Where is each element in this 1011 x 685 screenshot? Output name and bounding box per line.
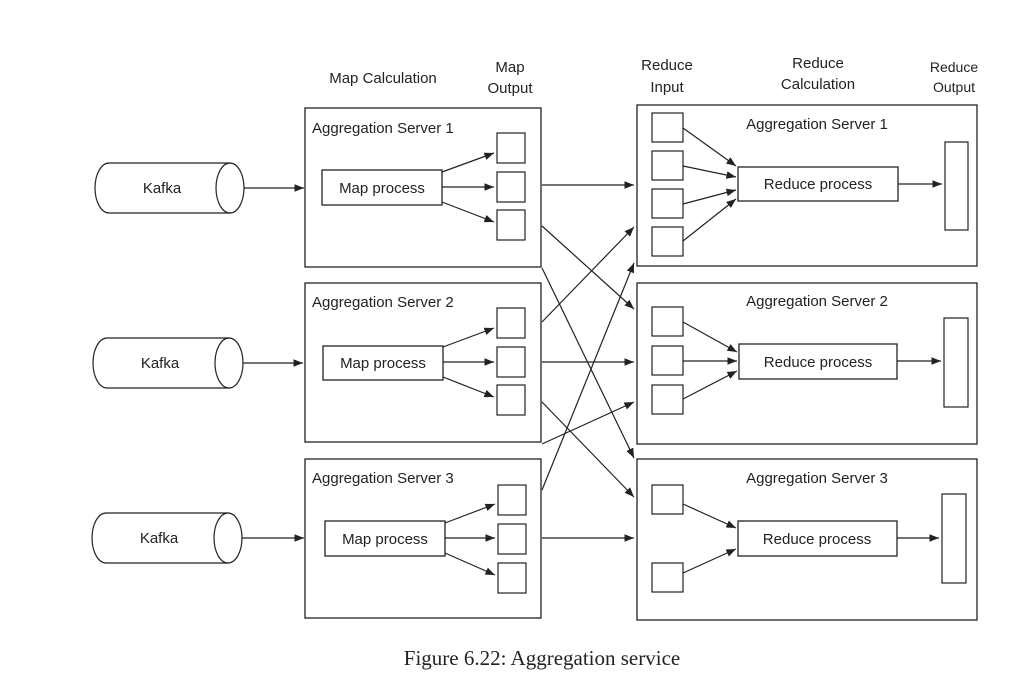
map-server-2-title: Aggregation Server 2 xyxy=(312,294,454,311)
kafka-label-2: Kafka xyxy=(141,355,180,372)
reduce-input-3a xyxy=(651,484,684,515)
map-server-3-title: Aggregation Server 3 xyxy=(312,470,454,487)
map-output-1c xyxy=(496,209,526,241)
header-reduce-input-line2: Input xyxy=(650,79,684,96)
header-reduce-input-line1: Reduce xyxy=(641,57,693,74)
map-output-1a xyxy=(496,132,526,164)
reduce-output-3 xyxy=(941,493,967,584)
map-output-2a xyxy=(496,307,526,339)
header-reduce-calculation-line2: Calculation xyxy=(781,76,855,93)
reduce-input-1a xyxy=(651,112,684,143)
figure-caption: Figure 6.22: Aggregation service xyxy=(404,646,680,670)
reduce-server-2-title: Aggregation Server 2 xyxy=(746,293,888,310)
reduce-server-3: Aggregation Server 3 Reduce process xyxy=(636,458,978,621)
header-map-calculation: Map Calculation xyxy=(329,70,437,87)
header-map-output-line2: Output xyxy=(487,80,533,97)
header-reduce-output-line2: Output xyxy=(933,79,975,95)
shuffle-connections xyxy=(541,181,635,542)
map-process-1-label: Map process xyxy=(339,180,425,197)
header-reduce-calculation-line1: Reduce xyxy=(792,55,844,72)
reduce-input-3b xyxy=(651,562,684,593)
reduce-input-1b xyxy=(651,150,684,181)
kafka-cylinder-1: Kafka xyxy=(94,162,245,214)
header-map-output-line1: Map xyxy=(495,59,524,76)
map-process-1 xyxy=(321,169,443,206)
reduce-output-1 xyxy=(944,141,969,231)
kafka-label-3: Kafka xyxy=(140,530,179,547)
map-output-3c xyxy=(497,562,527,594)
map-output-2b xyxy=(496,346,526,378)
map-server-1-title: Aggregation Server 1 xyxy=(312,120,454,137)
kafka-cylinder-2: Kafka xyxy=(92,337,244,389)
map-output-3b xyxy=(497,523,527,555)
reduce-process-3 xyxy=(737,520,898,557)
reduce-input-2a xyxy=(651,306,684,337)
reduce-process-3-label: Reduce process xyxy=(763,531,871,548)
reduce-server-2: Aggregation Server 2 Reduce process xyxy=(636,282,978,445)
reduce-process-2 xyxy=(738,343,898,380)
map-server-1: Aggregation Server 1 Map process xyxy=(304,107,542,268)
map-output-3a xyxy=(497,484,527,516)
kafka-label-1: Kafka xyxy=(143,180,182,197)
kafka-cylinder-3: Kafka xyxy=(91,512,243,564)
map-server-3: Aggregation Server 3 Map process xyxy=(304,458,542,619)
map-output-2c xyxy=(496,384,526,416)
reduce-server-3-title: Aggregation Server 3 xyxy=(746,470,888,487)
map-output-1b xyxy=(496,171,526,203)
reduce-process-1-label: Reduce process xyxy=(764,176,872,193)
map-process-2-label: Map process xyxy=(340,355,426,372)
map-process-2 xyxy=(322,345,444,381)
map-process-3-label: Map process xyxy=(342,531,428,548)
reduce-input-1d xyxy=(651,226,684,257)
reduce-server-1: Aggregation Server 1 Reduce process xyxy=(636,104,978,267)
reduce-process-2-label: Reduce process xyxy=(764,354,872,371)
reduce-input-2c xyxy=(651,384,684,415)
reduce-server-1-title: Aggregation Server 1 xyxy=(746,116,888,133)
reduce-output-2 xyxy=(943,317,969,408)
map-process-3 xyxy=(324,520,446,557)
reduce-input-1c xyxy=(651,188,684,219)
reduce-input-2b xyxy=(651,345,684,376)
map-server-2: Aggregation Server 2 Map process xyxy=(304,282,542,443)
header-reduce-output-line1: Reduce xyxy=(930,59,978,75)
